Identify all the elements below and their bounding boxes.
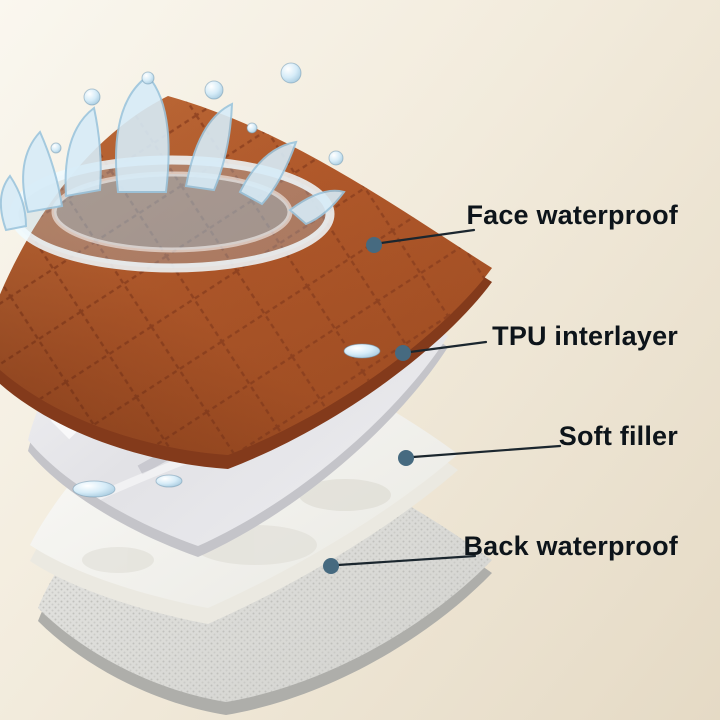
splash-droplets xyxy=(50,62,344,166)
callout-line-tpu-interlayer xyxy=(408,340,488,354)
water-droplet xyxy=(328,150,344,166)
callout-line-back-waterproof xyxy=(336,554,477,567)
callout-line-soft-filler xyxy=(411,444,562,459)
water-bead xyxy=(155,474,183,488)
callout-dot-tpu-interlayer xyxy=(395,345,411,361)
water-droplet xyxy=(83,88,101,106)
water-droplet xyxy=(204,80,224,100)
callout-dot-face-waterproof xyxy=(366,237,382,253)
water-bead xyxy=(72,480,116,498)
callout-dots xyxy=(323,237,414,574)
callout-line-face-waterproof xyxy=(379,228,476,245)
splash-pool-inner xyxy=(51,171,293,253)
label-back-waterproof: Back waterproof xyxy=(463,531,678,561)
splash-crown xyxy=(0,74,346,232)
label-tpu-interlayer: TPU interlayer xyxy=(492,321,678,351)
label-face-waterproof: Face waterproof xyxy=(466,200,678,230)
surface-water-beads xyxy=(72,343,381,498)
water-droplet xyxy=(246,122,258,134)
water-droplet xyxy=(141,71,155,85)
callout-lines xyxy=(336,228,562,567)
label-soft-filler: Soft filler xyxy=(558,421,678,451)
callout-dot-back-waterproof xyxy=(323,558,339,574)
water-droplet xyxy=(280,62,302,84)
callout-dot-soft-filler xyxy=(398,450,414,466)
water-bead xyxy=(343,343,381,359)
water-droplet xyxy=(50,142,62,154)
water-splash xyxy=(0,62,346,273)
